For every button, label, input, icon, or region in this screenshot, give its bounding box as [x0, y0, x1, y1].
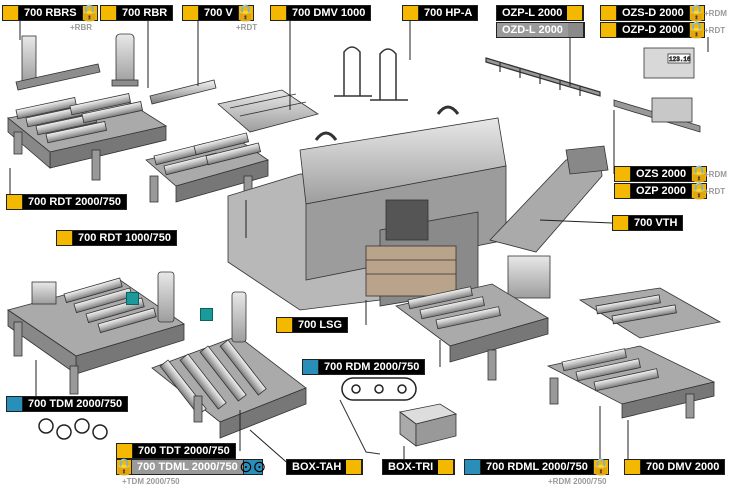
lock-icon: 🔒 [590, 459, 611, 476]
vth-conveyor [489, 145, 609, 253]
tag-tdt: 700 TDT 2000/750 [116, 443, 236, 459]
tag-ozs: OZS 2000🔒 [614, 166, 710, 183]
plus-rdm-ozs: +RDM [704, 170, 727, 179]
rbr-unit [111, 33, 139, 87]
plus-rdt-v: +RDT [236, 23, 258, 32]
plus-rdt-ozpd: +RDT [704, 26, 726, 35]
tag-boxtri: BOX-TRI [382, 459, 456, 475]
lock-icon: 🔒 [689, 166, 710, 183]
tag-rdt2000: 700 RDT 2000/750 [6, 194, 127, 210]
marker-square [200, 308, 213, 321]
tag-dmv2000: 700 DMV 2000 [624, 459, 726, 475]
lock-icon: 🔒 [235, 5, 256, 22]
rdml-conveyor [395, 283, 549, 381]
display-readout: 123.16 [669, 56, 691, 63]
dmv1000-unit [217, 89, 319, 133]
box-tah-cable [339, 399, 381, 455]
chain-icon [341, 377, 417, 401]
plus-rdm2000: +RDM 2000/750 [548, 477, 607, 486]
tag-ozpd: OZP-D 2000🔒 [600, 22, 707, 39]
tag-rdt1000: 700 RDT 1000/750 [56, 230, 177, 246]
tag-rdm: 700 RDM 2000/750 [302, 359, 426, 375]
leader-lines [9, 21, 709, 468]
rdt1000-conveyor [145, 132, 269, 203]
tag-ozdl: OZD-L 2000 [496, 22, 585, 38]
plus-rbr: +RBR [70, 23, 93, 32]
lock-icon: 🔒 [114, 459, 134, 476]
bandsaw-main [227, 105, 507, 311]
plus-tdm: +TDM 2000/750 [122, 477, 180, 486]
tag-rbr: 700 RBR [100, 5, 174, 21]
v-unit [149, 79, 217, 105]
plus-rdm-ozsd: +RDM [704, 9, 727, 18]
dmv2000-conveyor [546, 287, 722, 419]
tag-dmv1000: 700 DMV 1000 [270, 5, 372, 21]
chain-option-icon [465, 460, 481, 474]
tag-tdml: 🔒700 TDML 2000/750⊙⊙ [114, 459, 267, 476]
sprocket-icons [38, 418, 108, 440]
controller-unit: 123.16 [613, 47, 701, 133]
lock-icon: 🔒 [79, 5, 100, 22]
tdm-conveyor [7, 271, 185, 395]
rbrs-unit [15, 35, 101, 91]
tag-ozsd: OZS-D 2000🔒 [600, 5, 707, 22]
roller-icon [303, 360, 319, 374]
chain-option-icon: ⊙⊙ [239, 459, 267, 476]
tag-tdm: 700 TDM 2000/750 [6, 396, 129, 412]
box-tri-unit [399, 403, 458, 447]
tag-rdml: 700 RDML 2000/750🔒 [464, 459, 611, 476]
tag-v: 700 V🔒 [182, 5, 256, 22]
hpa-units [334, 46, 408, 101]
lock-icon: 🔒 [686, 5, 707, 22]
rdt2000-conveyor [7, 93, 168, 181]
tag-boxtah: BOX-TAH [286, 459, 364, 475]
tag-lsg: 700 LSG [276, 317, 349, 333]
hydraulic-unit [507, 255, 551, 299]
ozp-rail [485, 57, 601, 97]
tag-ozp: OZP 2000🔒 [614, 183, 709, 200]
lock-icon: 🔒 [686, 22, 707, 39]
tag-ozpl: OZP-L 2000 [496, 5, 585, 21]
plus-rdt-ozp: +RDT [704, 187, 726, 196]
marker-square [126, 292, 139, 305]
lock-icon: 🔒 [689, 183, 709, 200]
tag-vth: 700 VTH [612, 215, 684, 231]
tag-rbrs: 700 RBRS🔒 [2, 5, 100, 22]
tag-hpa: 700 HP-A [402, 5, 479, 21]
tdt-conveyor [151, 291, 307, 439]
roller-icon [7, 397, 23, 411]
